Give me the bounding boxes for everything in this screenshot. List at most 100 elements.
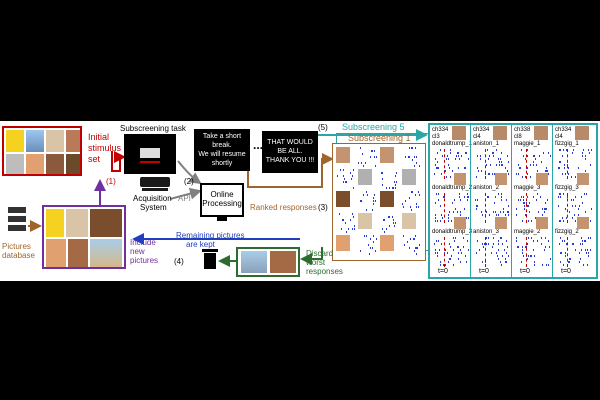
spike-tick <box>342 169 344 171</box>
spike-tick <box>403 244 405 246</box>
ellipsis: ... <box>253 138 264 152</box>
stimulus-row-label: donaldtrump_1 <box>432 141 473 147</box>
spike-tick <box>440 149 442 151</box>
spike-tick <box>535 158 537 160</box>
spike-tick <box>454 199 456 201</box>
trash-body <box>204 253 216 269</box>
stimulus-row-label: maggie_1 <box>514 141 541 147</box>
spike-tick <box>465 152 467 154</box>
spike-tick <box>508 173 510 175</box>
spike-tick <box>448 211 450 213</box>
spike-tick <box>345 222 347 224</box>
spike-tick <box>522 220 524 222</box>
spike-tick <box>502 164 504 166</box>
stimulus-row-image <box>454 217 466 229</box>
spike-tick <box>487 196 489 198</box>
spike-tick <box>517 246 519 248</box>
spike-tick <box>561 155 563 157</box>
raster-plot <box>475 149 510 179</box>
spike-tick <box>570 258 572 260</box>
spike-tick <box>411 191 413 193</box>
spike-tick <box>466 193 468 195</box>
spike-tick <box>475 199 477 201</box>
spike-tick <box>506 199 508 201</box>
column-channel-label: ch338 <box>514 127 531 133</box>
spike-tick <box>547 264 549 266</box>
stimulus-row-label: aniston_1 <box>473 141 500 147</box>
server-unit-2 <box>8 216 26 222</box>
spike-tick <box>505 261 507 263</box>
spike-tick <box>581 196 583 198</box>
spike-tick <box>403 206 405 208</box>
spike-tick <box>543 208 545 210</box>
acquisition-device-icon <box>140 177 170 187</box>
spike-tick <box>568 261 570 263</box>
spike-tick <box>488 243 490 245</box>
include-new-box <box>42 205 126 269</box>
spike-tick <box>410 147 412 149</box>
final-line-1: THAT WOULD <box>267 139 313 146</box>
stimulus-image-simpson <box>6 130 24 152</box>
spike-tick <box>475 208 477 210</box>
subscreening-cell <box>358 147 377 169</box>
subscreening-raster <box>380 169 398 189</box>
spike-tick <box>441 217 443 219</box>
spike-tick <box>508 211 510 213</box>
spike-tick <box>457 258 459 260</box>
task-screen-monitor <box>124 134 176 174</box>
spike-tick <box>360 162 362 164</box>
spike-tick <box>479 155 481 157</box>
take-break-screen: Take a short break. We will resume short… <box>194 129 250 171</box>
stimulus-row-label: donaldtrump_2 <box>432 185 473 191</box>
spike-tick <box>458 158 460 160</box>
spike-tick <box>348 228 350 230</box>
spike-tick <box>391 216 393 218</box>
spike-tick <box>586 252 588 254</box>
spike-tick <box>562 173 564 175</box>
raster-plot <box>516 193 550 223</box>
spike-tick <box>369 238 371 240</box>
spike-tick <box>360 250 362 252</box>
column-channel-label: ch334 <box>432 127 449 133</box>
spike-tick <box>365 209 367 211</box>
column-header-image <box>452 126 466 140</box>
column-channel-label: ch334 <box>473 127 490 133</box>
stimulus-row-image <box>536 173 548 185</box>
spike-tick <box>544 246 546 248</box>
spike-tick <box>351 175 353 177</box>
spike-tick <box>395 184 397 186</box>
spike-tick <box>455 158 457 160</box>
spike-tick <box>344 178 346 180</box>
spike-tick <box>524 246 526 248</box>
spike-tick <box>583 264 585 266</box>
spike-tick <box>451 170 453 172</box>
stimulus-onset-line <box>444 237 446 267</box>
subscreening-cell <box>358 191 376 213</box>
spike-tick <box>460 155 462 157</box>
spike-tick <box>464 152 466 154</box>
spike-tick <box>385 187 387 189</box>
spike-tick <box>567 173 569 175</box>
spike-tick <box>360 147 362 149</box>
spike-tick <box>528 205 530 207</box>
spike-tick <box>527 196 529 198</box>
spike-tick <box>498 214 500 216</box>
spike-tick <box>572 199 574 201</box>
spike-tick <box>581 243 583 245</box>
time-zero-label: t=0 <box>561 268 571 275</box>
stimulus-row-image <box>577 217 589 229</box>
spike-tick <box>365 191 367 193</box>
stimulus-row-label: maggie_2 <box>514 229 541 235</box>
spike-tick <box>434 217 436 219</box>
spike-tick <box>369 156 371 158</box>
include-label-2: new <box>130 247 145 256</box>
spike-tick <box>495 196 496 198</box>
spike-tick <box>541 237 543 239</box>
spike-tick <box>372 209 374 211</box>
spike-tick <box>528 237 530 239</box>
spike-tick <box>584 193 586 195</box>
spike-tick <box>372 235 374 237</box>
spike-tick <box>409 206 411 208</box>
spike-tick <box>504 261 506 263</box>
spike-tick <box>370 247 372 249</box>
